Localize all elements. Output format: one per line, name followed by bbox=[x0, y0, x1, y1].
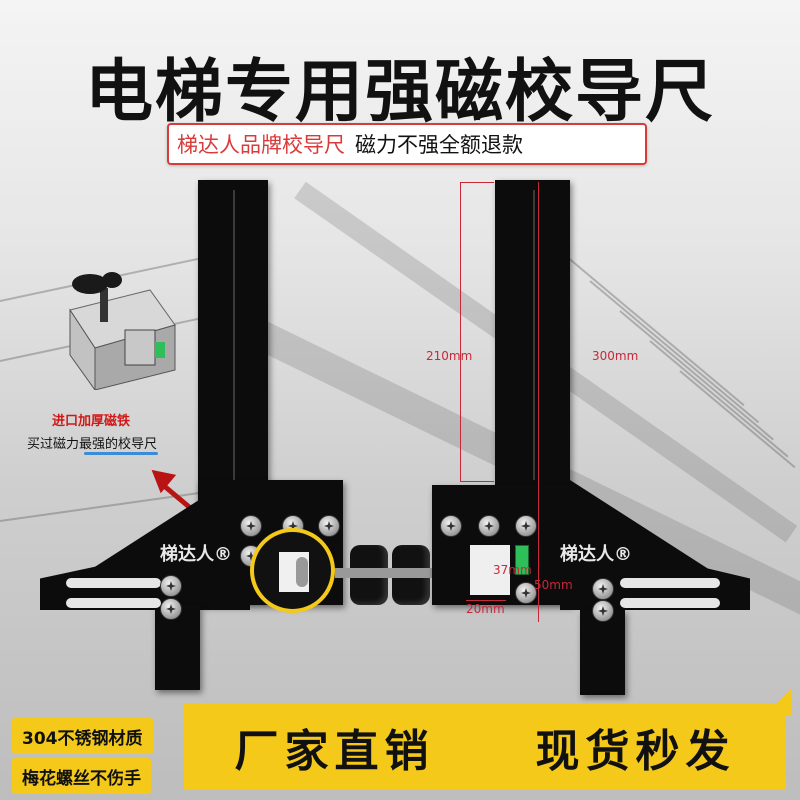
subtitle-brand: 梯达人品牌校导尺 bbox=[177, 133, 345, 157]
magnifier-circle bbox=[250, 528, 335, 613]
callout-underline bbox=[84, 452, 158, 455]
screw-icon bbox=[592, 600, 614, 622]
screw-icon bbox=[515, 515, 537, 537]
right-slot-bottom bbox=[620, 598, 720, 608]
right-gap-insert bbox=[470, 545, 510, 595]
screw-icon bbox=[160, 575, 182, 597]
subtitle-box: 梯达人品牌校导尺 磁力不强全额退款 bbox=[167, 123, 647, 165]
right-ruler-centerline bbox=[533, 190, 535, 480]
right-brand-mark: 梯达人® bbox=[560, 544, 632, 565]
callout-strongest: 买过磁力最强的校导尺 bbox=[27, 437, 158, 452]
left-brand-mark: 梯达人® bbox=[160, 544, 232, 565]
left-slot-bottom bbox=[66, 598, 161, 608]
dim-label-300: 300mm bbox=[592, 349, 639, 363]
screw-icon bbox=[318, 515, 340, 537]
left-ruler-foot bbox=[155, 605, 200, 690]
screw-icon bbox=[515, 582, 537, 604]
dim-line-20 bbox=[466, 600, 506, 602]
banner-in-stock: 现货秒发 bbox=[535, 726, 736, 777]
magnet-clamp-image bbox=[69, 272, 176, 390]
page-title: 电梯专用强磁校导尺 bbox=[84, 53, 715, 132]
callout-magnet: 进口加厚磁铁 bbox=[52, 414, 131, 429]
banner-direct-sale: 厂家直销 bbox=[234, 726, 435, 777]
badge-material: 304不锈钢材质 bbox=[12, 718, 153, 754]
right-ruler-foot bbox=[580, 610, 625, 695]
screw-icon bbox=[592, 578, 614, 600]
left-slot-top bbox=[66, 578, 161, 588]
badge-screw: 梅花螺丝不伤手 bbox=[12, 758, 151, 794]
dim-line-210 bbox=[460, 182, 494, 482]
left-ruler-centerline bbox=[233, 190, 235, 480]
screw-icon bbox=[160, 598, 182, 620]
dim-label-210: 210mm bbox=[426, 349, 473, 363]
level-bubble bbox=[515, 545, 529, 575]
dim-label-37: 37mm bbox=[493, 563, 532, 577]
dim-label-50: 50mm bbox=[534, 578, 573, 592]
bottom-banner: 厂家直销 现货秒发 bbox=[184, 704, 786, 790]
screw-icon bbox=[440, 515, 462, 537]
screw-icon bbox=[240, 515, 262, 537]
dim-label-20: 20mm bbox=[466, 602, 505, 616]
subtitle-guarantee: 磁力不强全额退款 bbox=[355, 133, 523, 157]
knob-bolt bbox=[335, 568, 445, 578]
screw-icon bbox=[478, 515, 500, 537]
right-slot-top bbox=[620, 578, 720, 588]
dim-line-300 bbox=[538, 182, 540, 622]
